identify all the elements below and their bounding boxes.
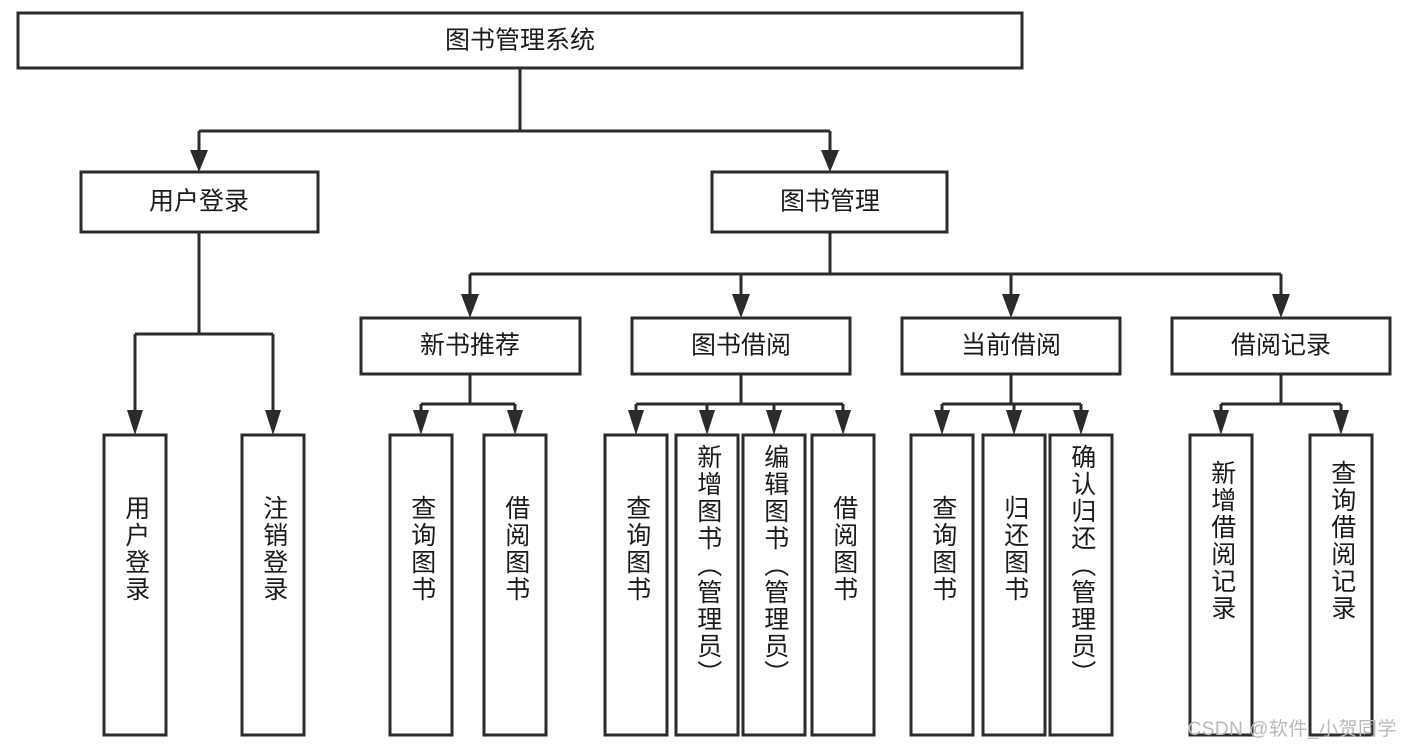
csdn-watermark: CSDN @软件_小贺同学 [1187, 719, 1397, 740]
leaf-box-query-book-1[interactable] [388, 433, 454, 737]
book-manage-box[interactable] [710, 170, 949, 234]
node-borrow-record[interactable]: 借阅记录 [1170, 316, 1392, 376]
connector-group-book-manage [461, 232, 1290, 318]
user-login-label: 用户登录 [149, 188, 249, 216]
borrow-record-label: 借阅记录 [1231, 332, 1331, 360]
arrow-to-book-manage [821, 150, 839, 172]
leaf-box-add-record[interactable] [1188, 433, 1254, 737]
arrow-to-leaf-user-logout [265, 410, 281, 435]
arrow-to-leaf-query-book-1 [413, 410, 429, 435]
borrow-record-box[interactable] [1170, 316, 1392, 376]
connector-group-root [190, 68, 839, 172]
arrow-to-leaf-add-book [699, 410, 715, 435]
leaf-box-return-book[interactable] [981, 433, 1047, 737]
root-box[interactable] [16, 11, 1024, 70]
current-borrow-box[interactable] [900, 316, 1122, 376]
new-book-rec-label: 新书推荐 [420, 332, 520, 360]
node-root[interactable]: 图书管理系统 [16, 11, 1024, 70]
leaf-box-query-record[interactable] [1308, 433, 1374, 737]
arrow-to-leaf-query-book-2 [628, 410, 644, 435]
leaf-boxes [102, 433, 1374, 737]
leaf-box-query-book-2[interactable] [603, 433, 669, 737]
book-manage-label: 图书管理 [780, 188, 880, 216]
root-label: 图书管理系统 [445, 27, 595, 55]
node-new-book-rec[interactable]: 新书推荐 [359, 316, 582, 376]
book-borrow-label: 图书借阅 [691, 332, 791, 360]
new-book-rec-box[interactable] [359, 316, 582, 376]
node-user-login[interactable]: 用户登录 [79, 170, 320, 234]
arrow-to-new-book-rec [461, 294, 479, 318]
arrow-to-leaf-add-record [1213, 410, 1229, 435]
book-borrow-box[interactable] [630, 316, 852, 376]
arrow-to-leaf-return-book [1006, 410, 1022, 435]
arrow-to-leaf-borrow-book-1 [507, 410, 523, 435]
node-current-borrow[interactable]: 当前借阅 [900, 316, 1122, 376]
user-login-box[interactable] [79, 170, 320, 234]
leaf-box-edit-book[interactable] [741, 433, 807, 737]
leaf-box-borrow-book-1[interactable] [482, 433, 548, 737]
leaf-box-user-logout[interactable] [240, 433, 306, 737]
arrow-to-user-login [190, 150, 208, 172]
connector-group-book-borrow [628, 374, 851, 435]
arrow-to-leaf-query-record [1333, 410, 1349, 435]
arrow-to-leaf-edit-book [766, 410, 782, 435]
connector-group-user-login [127, 232, 281, 435]
node-book-borrow[interactable]: 图书借阅 [630, 316, 852, 376]
current-borrow-label: 当前借阅 [961, 332, 1061, 360]
arrow-to-leaf-user-login [127, 410, 143, 435]
arrow-to-leaf-confirm-return [1073, 410, 1089, 435]
leaf-box-add-book[interactable] [674, 433, 740, 737]
arrow-to-book-borrow [732, 294, 750, 318]
leaf-box-borrow-book-2[interactable] [810, 433, 876, 737]
leaf-box-confirm-return[interactable] [1048, 433, 1114, 737]
arrow-to-borrow-record [1272, 294, 1290, 318]
connector-group-current-borrow [934, 374, 1089, 435]
connector-group-borrow-record [1213, 374, 1349, 435]
leaf-box-query-book-3[interactable] [909, 433, 975, 737]
arrow-to-leaf-borrow-book-2 [835, 410, 851, 435]
arrow-to-current-borrow [1002, 294, 1020, 318]
arrow-to-leaf-query-book-3 [934, 410, 950, 435]
node-book-manage[interactable]: 图书管理 [710, 170, 949, 234]
leaf-box-user-login[interactable] [102, 433, 168, 737]
connector-group-new-book-rec [413, 374, 523, 435]
